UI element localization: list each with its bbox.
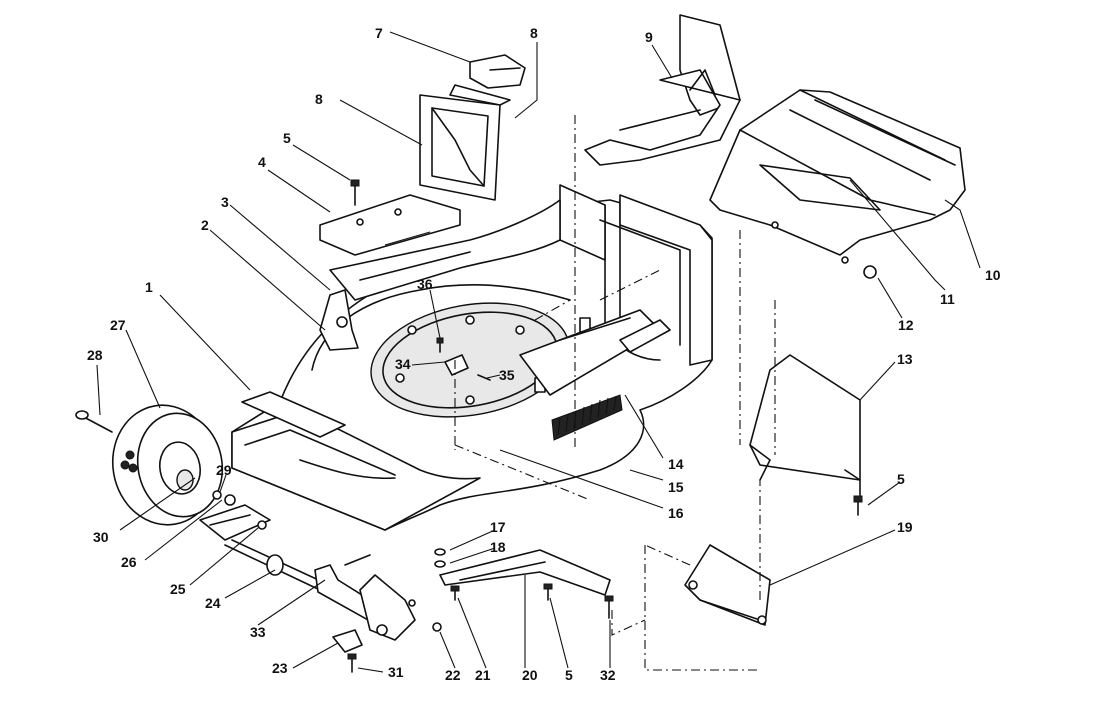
callout-labels: 7 8 9 8 5 4 3 2 1 27 28 36 34 35 10 11 1…	[87, 25, 1001, 683]
duct-frame	[419, 84, 511, 201]
callout-5-bottom: 5	[565, 667, 573, 683]
callout-14: 14	[668, 456, 684, 472]
callout-17: 17	[490, 519, 506, 535]
rear-flap	[584, 14, 741, 166]
assembly-lines	[454, 115, 776, 671]
rear-bracket	[684, 544, 771, 626]
cutting-chamber	[370, 302, 671, 441]
callout-15: 15	[668, 479, 684, 495]
mount-plate	[319, 194, 461, 256]
grass-catcher-cover	[709, 89, 966, 264]
callout-30: 30	[93, 529, 109, 545]
callout-32: 32	[600, 667, 616, 683]
callout-34: 34	[395, 356, 411, 372]
callout-25: 25	[170, 581, 186, 597]
callout-11: 11	[940, 291, 955, 307]
callout-10: 10	[985, 267, 1001, 283]
callout-13: 13	[897, 351, 913, 367]
callout-3: 3	[221, 194, 229, 210]
callout-5-right: 5	[897, 471, 905, 487]
callout-29: 29	[216, 462, 232, 478]
lever-plate	[359, 574, 442, 641]
wheel	[111, 404, 224, 526]
axle-rod	[224, 539, 326, 591]
callout-22: 22	[445, 667, 461, 683]
axle-bracket	[199, 504, 271, 541]
callout-4: 4	[258, 154, 266, 170]
callout-8-left: 8	[315, 91, 323, 107]
latch-block	[469, 54, 526, 89]
callout-8-top: 8	[530, 25, 538, 41]
wheel-bolt	[75, 410, 113, 433]
callout-1: 1	[145, 279, 153, 295]
callout-31: 31	[388, 664, 404, 680]
callout-23: 23	[272, 660, 288, 676]
callout-12: 12	[898, 317, 914, 333]
callout-16: 16	[668, 505, 684, 521]
callout-36: 36	[417, 276, 433, 292]
leader-lines	[96, 31, 981, 673]
callout-24: 24	[205, 595, 221, 611]
callout-19: 19	[897, 519, 913, 535]
side-guard	[749, 354, 861, 496]
callout-21: 21	[475, 667, 491, 683]
callout-9: 9	[645, 29, 653, 45]
callout-33: 33	[250, 624, 266, 640]
callout-35: 35	[499, 367, 515, 383]
callout-28: 27	[110, 317, 126, 333]
clip-23	[332, 629, 363, 653]
axle-support	[439, 549, 611, 596]
callout-2: 2	[201, 217, 209, 233]
callout-5-top: 5	[283, 130, 291, 146]
callout-20: 20	[522, 667, 538, 683]
nut-12	[863, 265, 877, 279]
callout-26: 26	[121, 554, 137, 570]
side-bracket	[319, 289, 359, 351]
callout-18: 18	[490, 539, 506, 555]
callout-7: 7	[375, 25, 383, 41]
vent-grille	[551, 394, 623, 441]
callout-27: 28	[87, 347, 103, 363]
